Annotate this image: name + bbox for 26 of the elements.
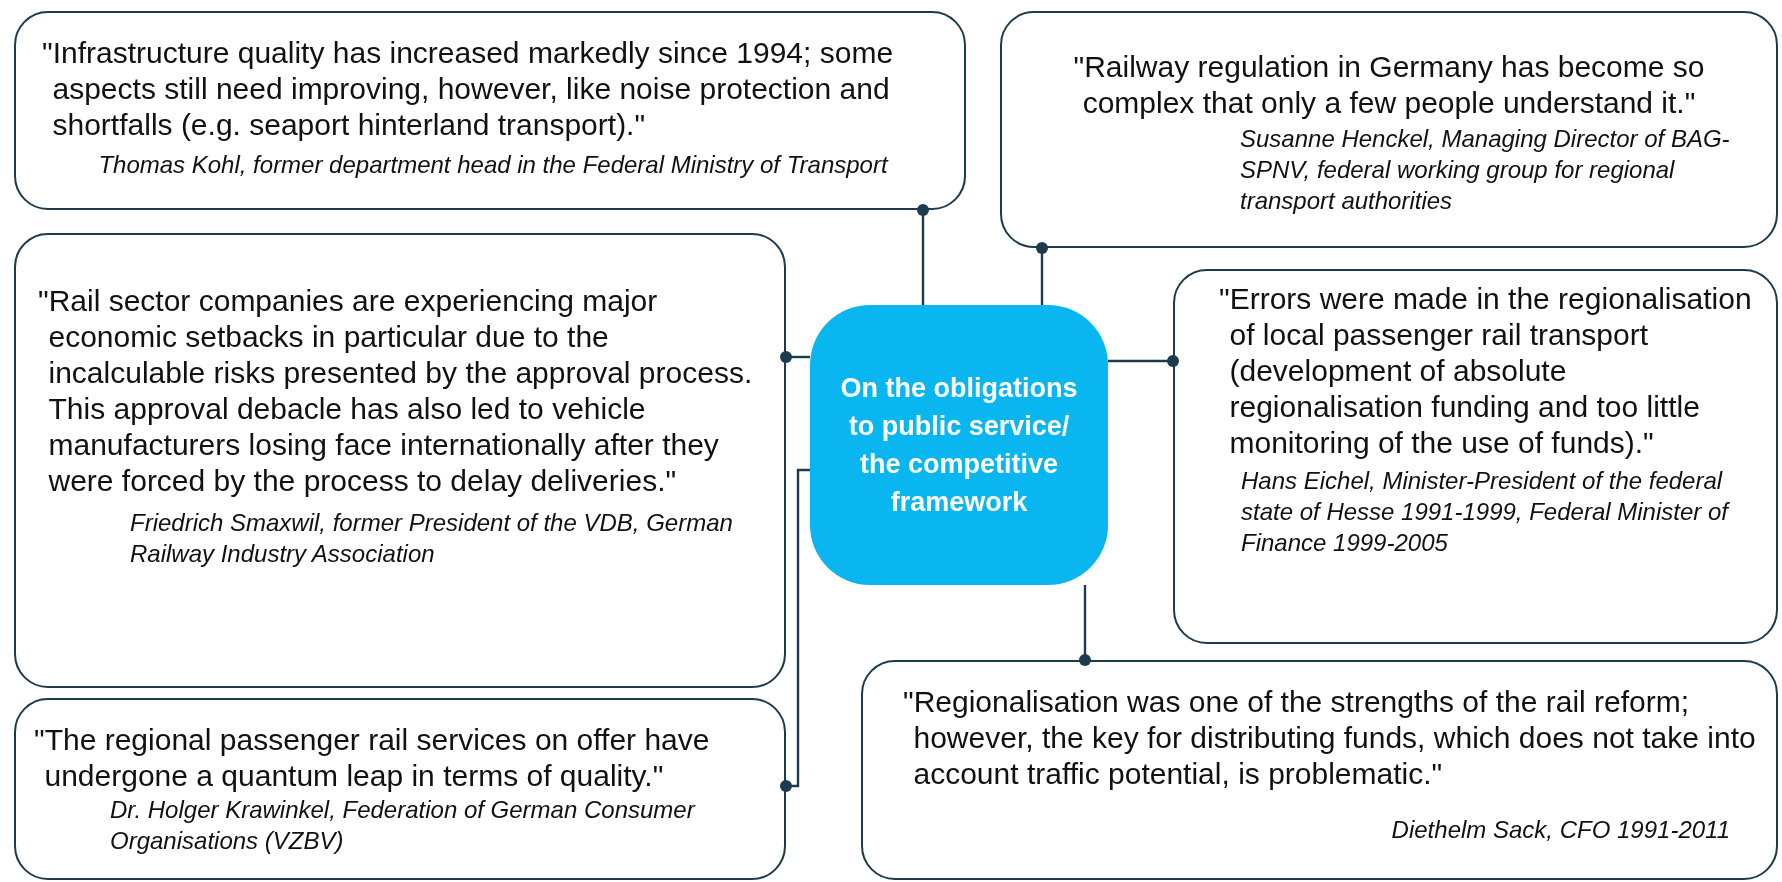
connector-line bbox=[780, 468, 810, 792]
connector-line bbox=[1079, 585, 1091, 666]
attribution-text: Dr. Holger Krawinkel, Federation of German Consumer Organisations (VZBV) bbox=[110, 795, 697, 856]
quote-box bbox=[14, 698, 786, 880]
attribution-text: Hans Eichel, Minister-President of the federal state of Hesse 1991-1999, Federal Minister of Finance 1999-2005 bbox=[1241, 466, 1731, 558]
quote-text: "Rail sector companies are experiencing major economic setbacks in particular due to the incalculable risks presented by the approval process. This approval debacle has also led to vehicle manufacturers losing face internationally after they were forced by the process to delay deliveries." bbox=[38, 283, 754, 499]
quote-box bbox=[14, 11, 966, 210]
attribution-text: Thomas Kohl, former department head in the Federal Ministry of Transport bbox=[97, 150, 890, 180]
quote-box bbox=[861, 660, 1778, 880]
quote-text: "Regionalisation was one of the strengths of the rail reform; however, the key for distributing funds, which does not take into account traffic potential, is problematic." bbox=[903, 684, 1756, 792]
quote-text: "Infrastructure quality has increased markedly since 1994; some aspects still need improving, however, like noise protection and shortfalls (e.g. seaport hinterland transport)." bbox=[42, 35, 895, 143]
quote-box bbox=[1000, 11, 1778, 248]
quote-text: "Errors were made in the regionalisation of local passenger rail transport (development of absolute regionalisation funding and too little monitoring of the use of funds)." bbox=[1219, 281, 1753, 461]
connector-line bbox=[1108, 355, 1179, 367]
quote-text: "The regional passenger rail services on offer have undergone a quantum leap in terms of quality." bbox=[34, 722, 711, 794]
connector-line bbox=[1036, 242, 1048, 305]
connector-line bbox=[917, 204, 929, 305]
connector-line bbox=[780, 351, 810, 363]
quote-text: "Railway regulation in Germany has become so complex that only a few people understand it." bbox=[1072, 49, 1706, 121]
quote-box bbox=[1173, 269, 1778, 644]
attribution-text: Diethelm Sack, CFO 1991-2011 bbox=[1390, 815, 1730, 845]
topic-box bbox=[810, 305, 1108, 585]
quote-box bbox=[14, 233, 786, 688]
topic-title: On the obligations to public service/ the competitive framework bbox=[839, 372, 1079, 519]
attribution-text: Susanne Henckel, Managing Director of BAG-SPNV, federal working group for regional transport authorities bbox=[1240, 124, 1731, 216]
attribution-text: Friedrich Smaxwil, former President of the VDB, German Railway Industry Association bbox=[130, 508, 734, 569]
